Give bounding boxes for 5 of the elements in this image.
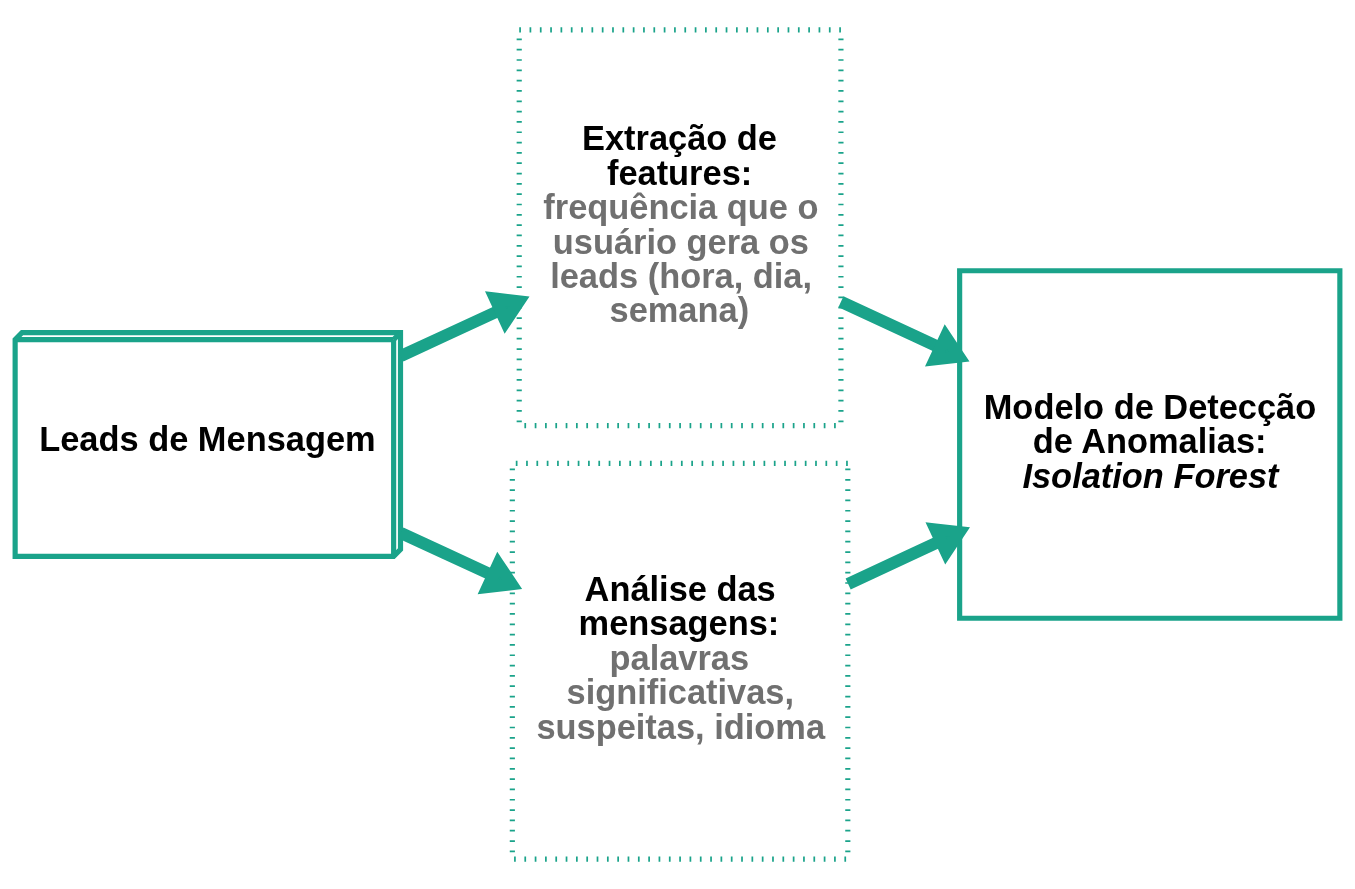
arrow xyxy=(838,296,970,367)
node-box: Extração de features: frequência que o usuário gera os leads (hora, dia, semana) xyxy=(516,27,844,429)
node-box: Modelo de Detecção de Anomalias: Isolation Forest xyxy=(957,268,1343,621)
node-box: Análise das mensagens: palavras significativas, suspeitas, idioma xyxy=(509,460,851,862)
arrow xyxy=(845,522,970,590)
